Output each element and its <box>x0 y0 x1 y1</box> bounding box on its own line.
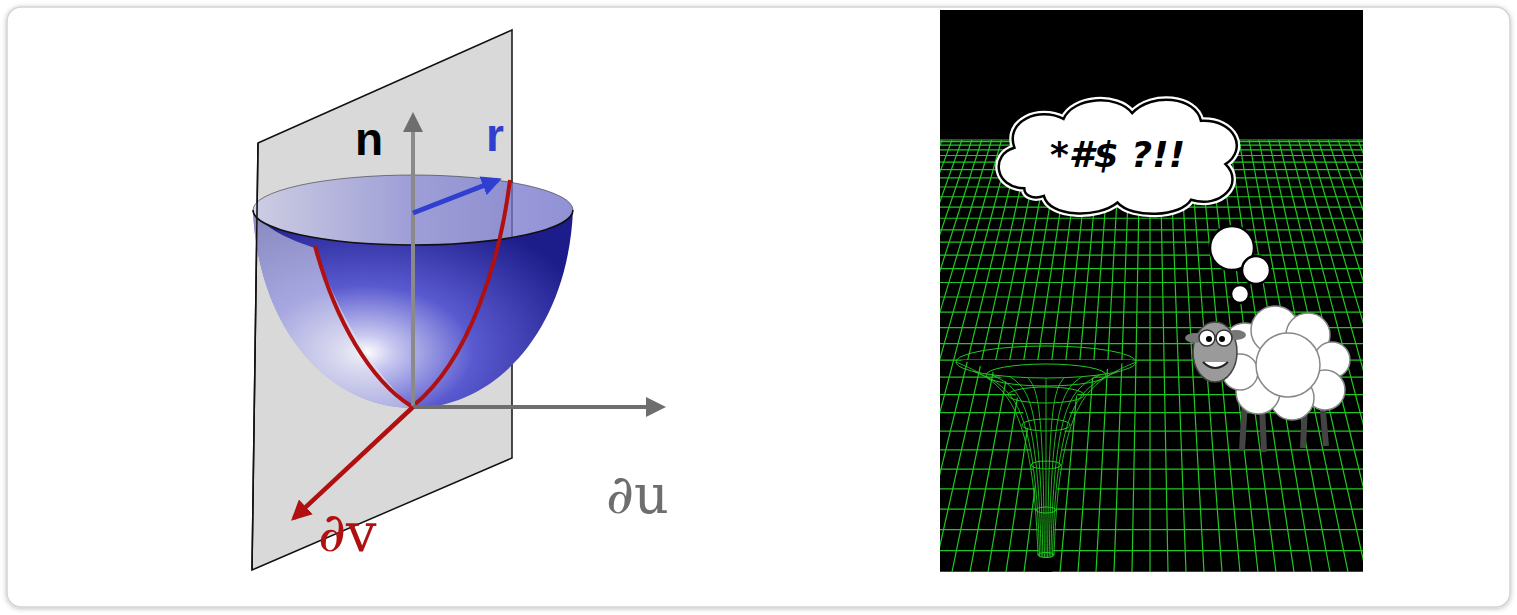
thought-text: *#$ ?!! <box>1050 134 1185 175</box>
normal-arrow <box>411 116 415 406</box>
panel-frame <box>7 7 1510 607</box>
thought-bubble <box>1242 256 1270 284</box>
tangent-label: ∂v <box>318 506 376 560</box>
funnel-lines <box>956 346 1136 558</box>
v-tangent-arrow <box>294 407 413 518</box>
u-tangent-arrow <box>413 405 662 409</box>
tangent-label: ∂u <box>606 468 669 522</box>
funnel-hole <box>960 360 1135 572</box>
black-ground <box>940 10 1363 572</box>
sheep <box>1185 306 1350 452</box>
thought-bubble <box>1231 285 1249 303</box>
plane-edge <box>252 143 258 570</box>
normal-label: n <box>355 116 383 162</box>
normal-section-curve <box>315 246 411 406</box>
normal-section-curve <box>413 180 510 406</box>
funnel-figure <box>940 10 1363 572</box>
vector-label: r <box>486 112 504 158</box>
paraboloid-figure <box>252 30 662 570</box>
thought-cloud: *#$ ?!! <box>985 92 1250 217</box>
r-arrow <box>413 180 498 213</box>
